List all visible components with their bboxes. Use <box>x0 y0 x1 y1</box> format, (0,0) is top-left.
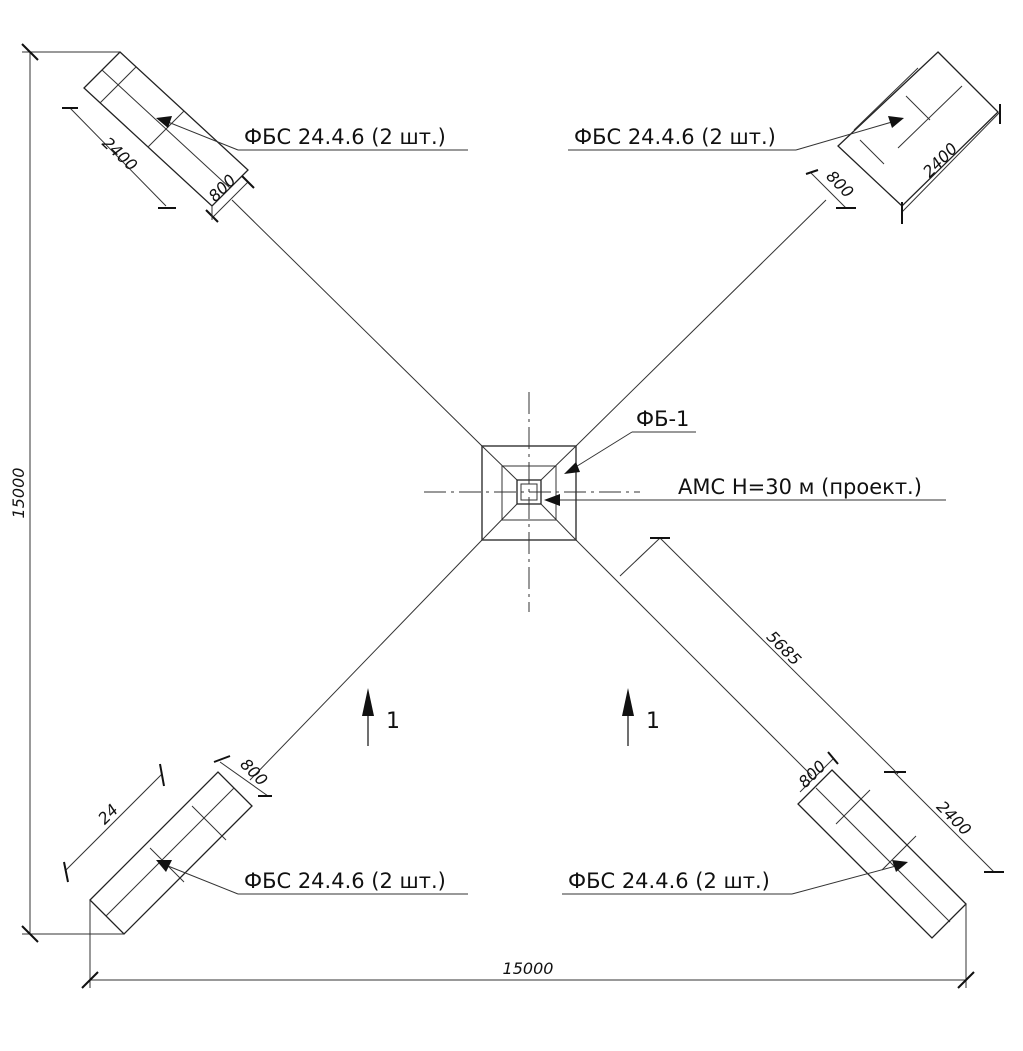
arrowhead-mast <box>544 494 560 506</box>
dim-block-width-nw: 800 <box>205 171 240 206</box>
dim-block-length-nw: 2400 <box>98 133 141 175</box>
dim-overall-height: 15000 <box>9 468 28 519</box>
dim-block-width-se: 800 <box>795 757 830 792</box>
section-arrow-right-icon <box>622 688 634 716</box>
block-group-se <box>797 751 1004 939</box>
leader-lines <box>156 116 946 895</box>
dim-block-length-sw: 24 <box>94 800 122 828</box>
dim-block-length-se: 2400 <box>933 797 975 839</box>
section-arrow-left-icon <box>362 688 374 716</box>
dim-block-width-ne: 800 <box>822 167 857 202</box>
label-block-sw: ФБС 24.4.6 (2 шт.) <box>244 869 446 893</box>
arrowhead-se <box>892 860 908 872</box>
arrowhead-ne <box>888 116 904 128</box>
dim-block-width-sw: 800 <box>236 755 271 790</box>
label-mast: АМС Н=30 м (проект.) <box>678 475 922 499</box>
section-label-right: 1 <box>646 709 660 734</box>
diagonal-lines <box>231 199 827 781</box>
section-label-left: 1 <box>386 709 400 734</box>
label-block-nw: ФБС 24.4.6 (2 шт.) <box>244 125 446 149</box>
block-group-nw <box>62 51 255 223</box>
dim-diagonal-offset-lines <box>619 537 899 775</box>
label-foundation: ФБ-1 <box>636 407 689 431</box>
central-foundation <box>424 392 640 612</box>
block-group-sw <box>63 755 272 935</box>
overall-dimension-lines <box>21 43 975 989</box>
arrowhead-sw <box>156 860 172 872</box>
arrowhead-foundation <box>564 462 580 474</box>
block-group-ne <box>805 51 1001 224</box>
dim-block-length-ne: 2400 <box>919 139 961 181</box>
section-mark-left <box>362 688 374 746</box>
dim-diagonal-offset: 5685 <box>763 627 805 669</box>
dim-overall-width: 15000 <box>503 959 554 978</box>
label-block-se: ФБС 24.4.6 (2 шт.) <box>568 869 770 893</box>
section-mark-right <box>622 688 634 746</box>
arrowhead-nw <box>156 116 172 128</box>
label-block-ne: ФБС 24.4.6 (2 шт.) <box>574 125 776 149</box>
